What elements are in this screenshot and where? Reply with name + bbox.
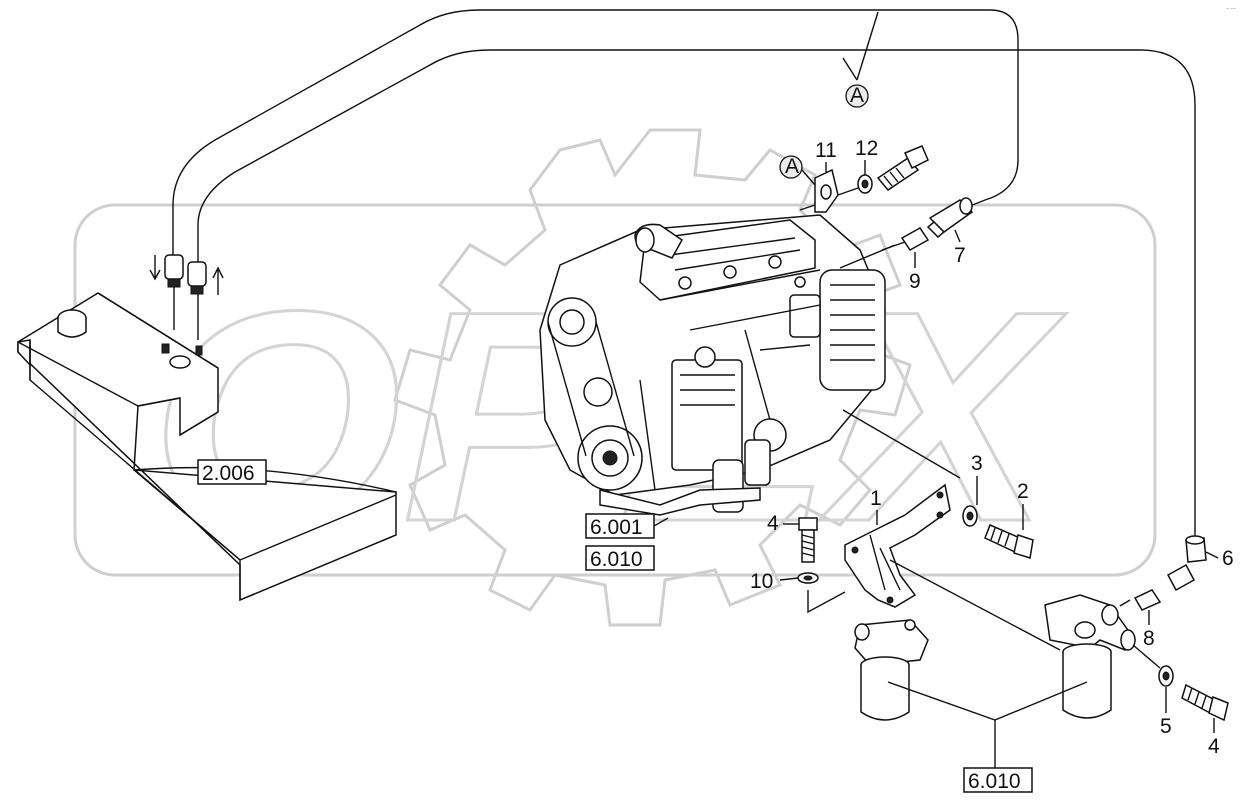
callout-11: 11 bbox=[815, 139, 837, 162]
corner-mark: -- --- bbox=[1226, 6, 1236, 12]
svg-text:6.010: 6.010 bbox=[590, 548, 643, 571]
callout-3: 3 bbox=[971, 452, 983, 475]
callout-9: 9 bbox=[909, 270, 921, 293]
svg-text:2.006: 2.006 bbox=[202, 462, 255, 485]
callout-8: 8 bbox=[1143, 627, 1155, 650]
callout-12: 12 bbox=[855, 137, 878, 160]
bracket-assembly bbox=[842, 409, 1061, 651]
supply-fitting bbox=[164, 254, 184, 280]
svg-text:A: A bbox=[850, 84, 864, 107]
svg-text:6.001: 6.001 bbox=[590, 516, 643, 539]
svg-text:6.010: 6.010 bbox=[968, 770, 1021, 793]
leader-A-tip bbox=[842, 57, 858, 81]
callout-6: 6 bbox=[1222, 547, 1234, 570]
bolt-4-left bbox=[798, 517, 818, 531]
part-callouts: 1 2 3 4 4 5 6 7 8 9 10 11 12 bbox=[750, 137, 1234, 758]
callout-2: 2 bbox=[1017, 480, 1029, 503]
filter-fittings bbox=[1119, 535, 1229, 722]
fuel-lines bbox=[172, 9, 1196, 538]
callout-4-left: 4 bbox=[767, 512, 779, 535]
callout-4-right: 4 bbox=[1208, 735, 1220, 758]
tank-port-seal bbox=[169, 355, 191, 369]
arrow-down-icon bbox=[149, 255, 161, 281]
arrow-up-icon bbox=[212, 266, 224, 295]
tank-reference: 2.006 bbox=[197, 459, 267, 485]
mounting-bracket bbox=[844, 483, 951, 608]
bolt-washer-set bbox=[797, 517, 846, 614]
adapter-8 bbox=[1133, 589, 1162, 611]
callout-10: 10 bbox=[750, 570, 773, 593]
bracket-leader bbox=[842, 409, 961, 479]
leader-A bbox=[856, 11, 879, 81]
return-line bbox=[197, 49, 1196, 538]
callout-1: 1 bbox=[870, 487, 882, 510]
supply-line bbox=[172, 9, 1019, 258]
fuel-filter-left bbox=[854, 619, 929, 721]
fuel-filter-right bbox=[1044, 594, 1136, 719]
top-fittings bbox=[799, 145, 974, 269]
tank-fittings bbox=[149, 254, 224, 340]
return-fitting bbox=[187, 261, 207, 287]
callout-5: 5 bbox=[1160, 715, 1172, 738]
watermark-gear bbox=[393, 128, 912, 627]
svg-text:A: A bbox=[785, 155, 799, 178]
engine-ecu bbox=[671, 359, 743, 471]
adapter-9 bbox=[900, 227, 930, 251]
engine-assembly bbox=[539, 214, 886, 516]
engine-references: 6.001 6.010 bbox=[585, 513, 669, 571]
callout-A-top: A bbox=[845, 84, 869, 108]
callout-A-clip: A bbox=[779, 155, 816, 186]
callout-7: 7 bbox=[954, 244, 966, 267]
filter-references: 6.010 bbox=[887, 681, 1088, 793]
